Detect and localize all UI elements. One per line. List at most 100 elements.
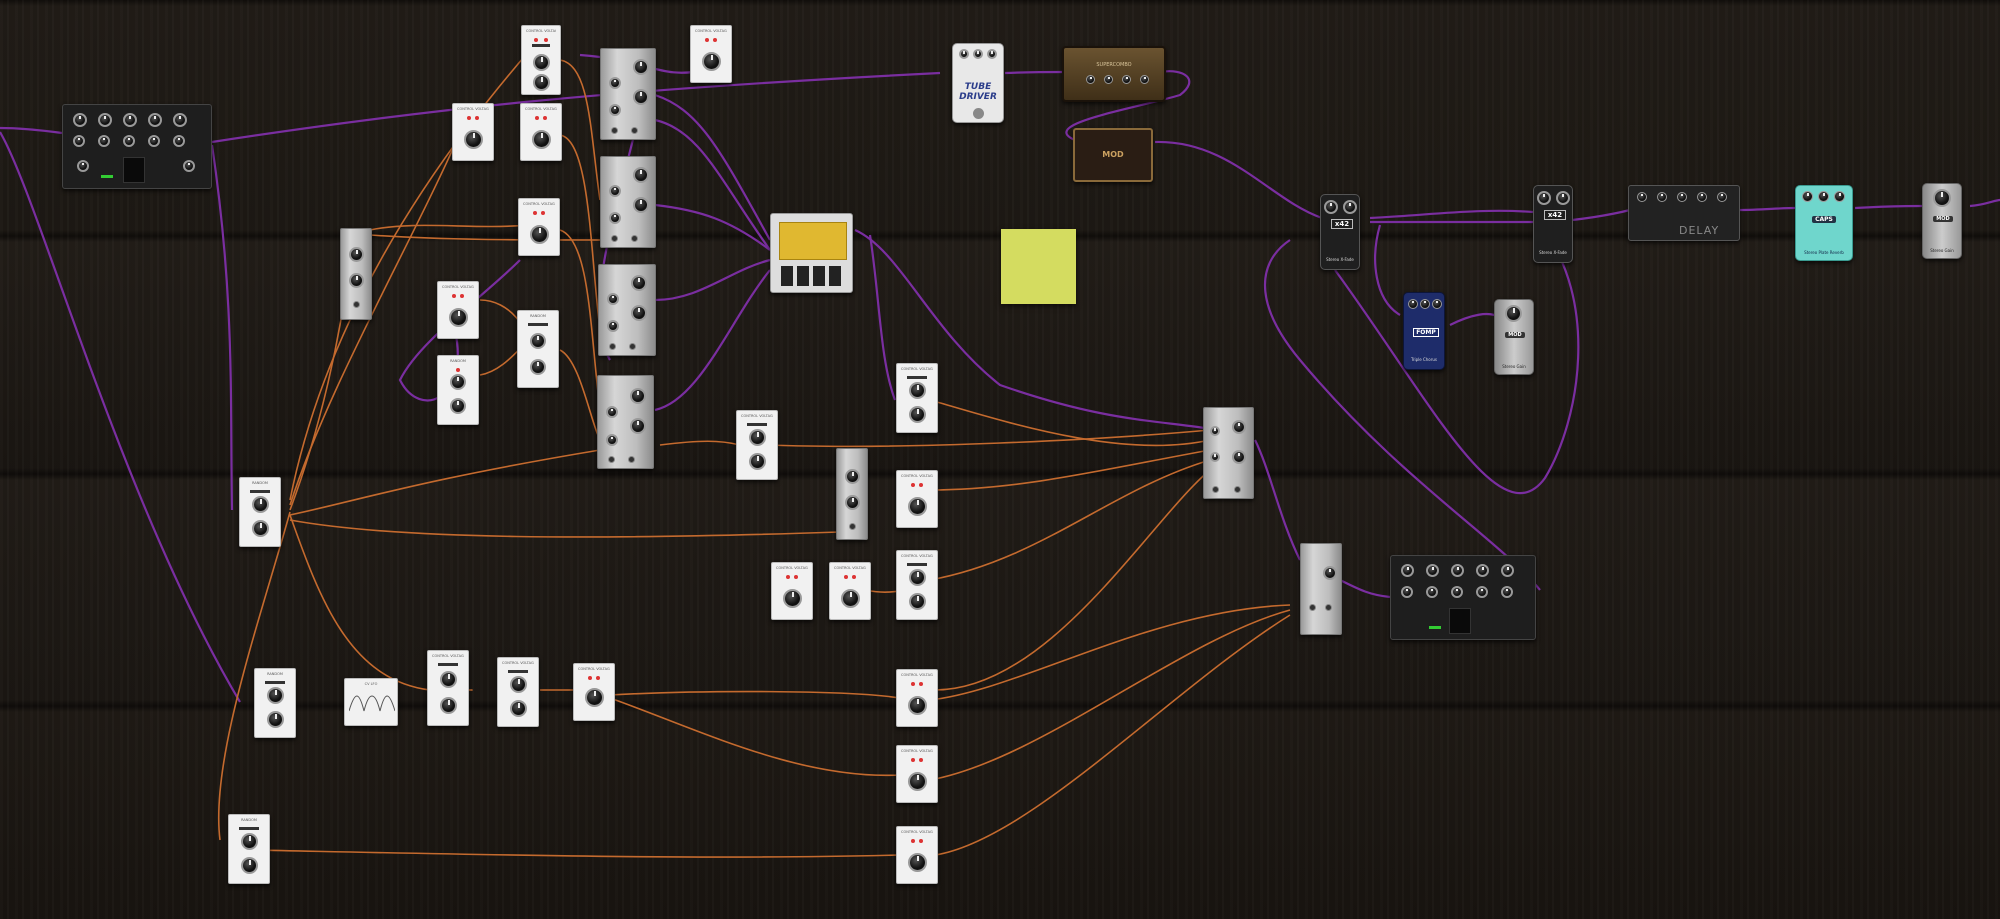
control-voltage-module[interactable]: CONTROL VOLTAGE <box>896 745 938 803</box>
cv-knob[interactable] <box>908 772 927 791</box>
attenuator-knob[interactable] <box>845 469 860 484</box>
mixer-knob[interactable] <box>148 113 162 127</box>
mixer-knob[interactable] <box>1501 564 1514 577</box>
mixer-knob[interactable] <box>1476 564 1489 577</box>
mod-knob[interactable] <box>609 185 621 197</box>
cv-knob[interactable] <box>440 671 457 688</box>
mod-stereo-gain-pedal[interactable]: MOD Stereo Gain <box>1922 183 1962 259</box>
mixer-knob[interactable] <box>148 135 160 147</box>
cv-knob[interactable] <box>510 700 527 717</box>
mod-knob[interactable] <box>633 197 649 213</box>
control-voltage-module[interactable]: CONTROL VOLTAGE <box>573 663 615 721</box>
pedal-knob[interactable] <box>1556 191 1570 205</box>
delay-knob[interactable] <box>1717 192 1727 202</box>
jack[interactable] <box>631 235 638 242</box>
mixer-knob[interactable] <box>183 160 195 172</box>
jack[interactable] <box>1325 604 1332 611</box>
jack[interactable] <box>1234 486 1241 493</box>
jack[interactable] <box>609 343 616 350</box>
mod-knob[interactable] <box>630 388 646 404</box>
control-voltage-module[interactable]: CONTROL VOLTAGE <box>896 363 938 433</box>
mixer-alum-module[interactable] <box>1203 407 1254 499</box>
fomp-triple-chorus-pedal[interactable]: FOMP Triple Chorus <box>1403 292 1445 370</box>
cv-knob[interactable] <box>532 130 551 149</box>
cv-knob[interactable] <box>267 711 284 728</box>
mixer-knob[interactable] <box>1501 586 1513 598</box>
cv-knob[interactable] <box>533 54 550 71</box>
pedal-knob[interactable] <box>1420 299 1430 309</box>
control-voltage-module[interactable]: CONTROL VOLTAGE <box>690 25 732 83</box>
control-voltage-module[interactable]: CONTROL VOLTAGE <box>896 470 938 528</box>
mixer-module-2[interactable] <box>1390 555 1536 640</box>
mod-knob[interactable] <box>633 59 649 75</box>
cv-knob[interactable] <box>908 696 927 715</box>
pedal-knob[interactable] <box>1408 299 1418 309</box>
attenuator-module[interactable] <box>340 228 372 320</box>
attenuator-knob[interactable] <box>349 247 364 262</box>
cv-knob[interactable] <box>267 687 284 704</box>
sticky-note[interactable] <box>1001 229 1076 304</box>
mixer-knob[interactable] <box>123 135 135 147</box>
cv-knob[interactable] <box>464 130 483 149</box>
modulation-module[interactable] <box>600 48 656 140</box>
mix-knob[interactable] <box>1210 452 1220 462</box>
cv-knob[interactable] <box>252 496 269 513</box>
control-voltage-module[interactable]: CONTROL VOLTAGE <box>896 550 938 620</box>
mixer-knob[interactable] <box>98 135 110 147</box>
cv-knob[interactable] <box>449 308 468 327</box>
pad-row[interactable] <box>781 266 845 286</box>
mixer-knob[interactable] <box>1426 564 1439 577</box>
cv-knob[interactable] <box>702 52 721 71</box>
mixer-knob[interactable] <box>1426 586 1438 598</box>
mod-knob[interactable] <box>609 212 621 224</box>
mixer-knob[interactable] <box>73 113 87 127</box>
random-module[interactable]: RANDOM <box>517 310 559 388</box>
mix-knob[interactable] <box>1232 450 1246 464</box>
mod-knob[interactable] <box>631 305 647 321</box>
amp-knob[interactable] <box>1086 75 1095 84</box>
pedal-knob[interactable] <box>1802 191 1813 202</box>
control-voltage-module[interactable]: CONTROL VOLTAGE <box>829 562 871 620</box>
cv-knob[interactable] <box>908 497 927 516</box>
cv-knob[interactable] <box>440 697 457 714</box>
control-voltage-module[interactable]: CONTROL VOLTAGE <box>520 103 562 161</box>
jack[interactable] <box>353 301 360 308</box>
modulation-module[interactable] <box>598 264 656 356</box>
gain-knob[interactable] <box>1933 189 1951 207</box>
jack[interactable] <box>611 235 618 242</box>
mod-knob[interactable] <box>633 167 649 183</box>
cv-knob[interactable] <box>450 398 466 414</box>
mod-knob[interactable] <box>630 418 646 434</box>
mixer-knob[interactable] <box>1476 586 1488 598</box>
mod-knob[interactable] <box>606 434 618 446</box>
output-alum-module[interactable] <box>1300 543 1342 635</box>
control-voltage-module[interactable]: CONTROL VOLTAGE <box>771 562 813 620</box>
jack[interactable] <box>629 343 636 350</box>
mod-knob[interactable] <box>609 104 621 116</box>
mod-knob[interactable] <box>631 275 647 291</box>
cv-knob[interactable] <box>909 593 926 610</box>
jack[interactable] <box>628 456 635 463</box>
cv-knob[interactable] <box>749 429 766 446</box>
amp-knob[interactable] <box>1104 75 1113 84</box>
cv-knob[interactable] <box>909 406 926 423</box>
mixer-module[interactable] <box>62 104 212 189</box>
cv-knob[interactable] <box>909 569 926 586</box>
pedal-knob[interactable] <box>1343 200 1357 214</box>
jack[interactable] <box>631 127 638 134</box>
fader-bank[interactable] <box>779 222 847 260</box>
mixer-knob[interactable] <box>77 160 89 172</box>
control-voltage-module[interactable]: CONTROL VOLTAGE <box>521 25 561 95</box>
pedal-knob[interactable] <box>1324 200 1338 214</box>
mod-knob[interactable] <box>609 77 621 89</box>
cv-knob[interactable] <box>252 520 269 537</box>
amp-knob[interactable] <box>1122 75 1131 84</box>
mixer-knob[interactable] <box>1401 586 1413 598</box>
modulation-module[interactable] <box>600 156 656 248</box>
pedal-knob[interactable] <box>959 49 969 59</box>
attenuator-knob[interactable] <box>349 273 364 288</box>
pedal-knob[interactable] <box>1537 191 1551 205</box>
random-module[interactable]: RANDOM <box>437 355 479 425</box>
jack[interactable] <box>1309 604 1316 611</box>
jack[interactable] <box>849 523 856 530</box>
